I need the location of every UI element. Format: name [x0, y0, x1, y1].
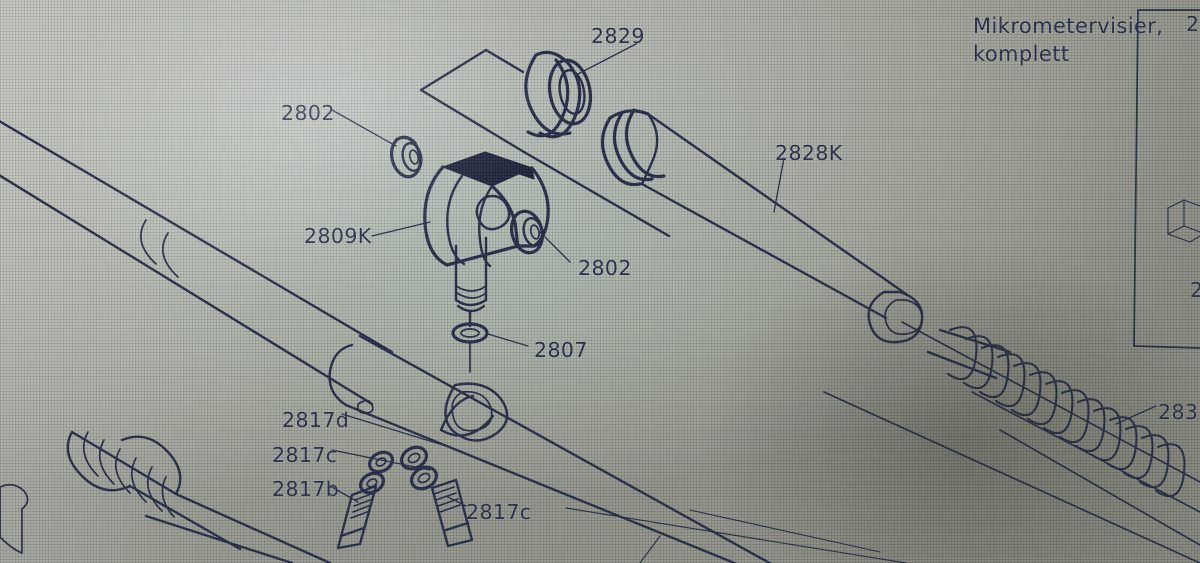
- washer-2807: [451, 322, 489, 373]
- callout-2829: 2829: [591, 24, 645, 48]
- washer-2802-lower: [509, 209, 545, 255]
- tube-2828K: [600, 108, 924, 344]
- background-green-cast: [120, 60, 880, 490]
- inset-label-bottom: 2: [1190, 278, 1200, 302]
- cylinder-fragment-corner: [0, 483, 29, 554]
- ring-stack-2829: [524, 50, 593, 139]
- assembly-bracket-chevron: [419, 48, 671, 238]
- callout-leader-lines: [329, 43, 1157, 507]
- washer-2802-upper: [389, 135, 423, 179]
- sight-block-2809K: [423, 151, 550, 328]
- inset-label-top: 2: [1186, 12, 1200, 36]
- caption-line-2: komplett: [973, 42, 1070, 66]
- callout-2802-b: 2802: [578, 256, 632, 280]
- callout-2817d: 2817d: [282, 408, 350, 432]
- callout-2817c: 2817c: [272, 443, 338, 467]
- callout-2817b: 2817b: [272, 477, 340, 501]
- caption-title: Mikrometervisier, komplett: [973, 12, 1163, 68]
- callout-2831: 2831: [1158, 400, 1200, 424]
- callout-2802-a: 2802: [281, 101, 335, 125]
- callout-2828K: 2828K: [775, 141, 843, 165]
- lower-guide-lines: [565, 507, 907, 563]
- receiver-tube: [328, 334, 773, 563]
- coil-spring-2831: [823, 321, 1200, 563]
- barrel-upper-left: [0, 120, 394, 406]
- callout-2817c-2: 2817c: [466, 500, 532, 524]
- inset-panel: [1133, 9, 1200, 349]
- knurled-cylinder-left: [66, 430, 332, 563]
- screws-2817-group: [336, 445, 474, 550]
- callout-2809K: 2809K: [304, 224, 372, 248]
- caption-line-1: Mikrometervisier,: [973, 14, 1164, 38]
- callout-2807: 2807: [534, 338, 588, 362]
